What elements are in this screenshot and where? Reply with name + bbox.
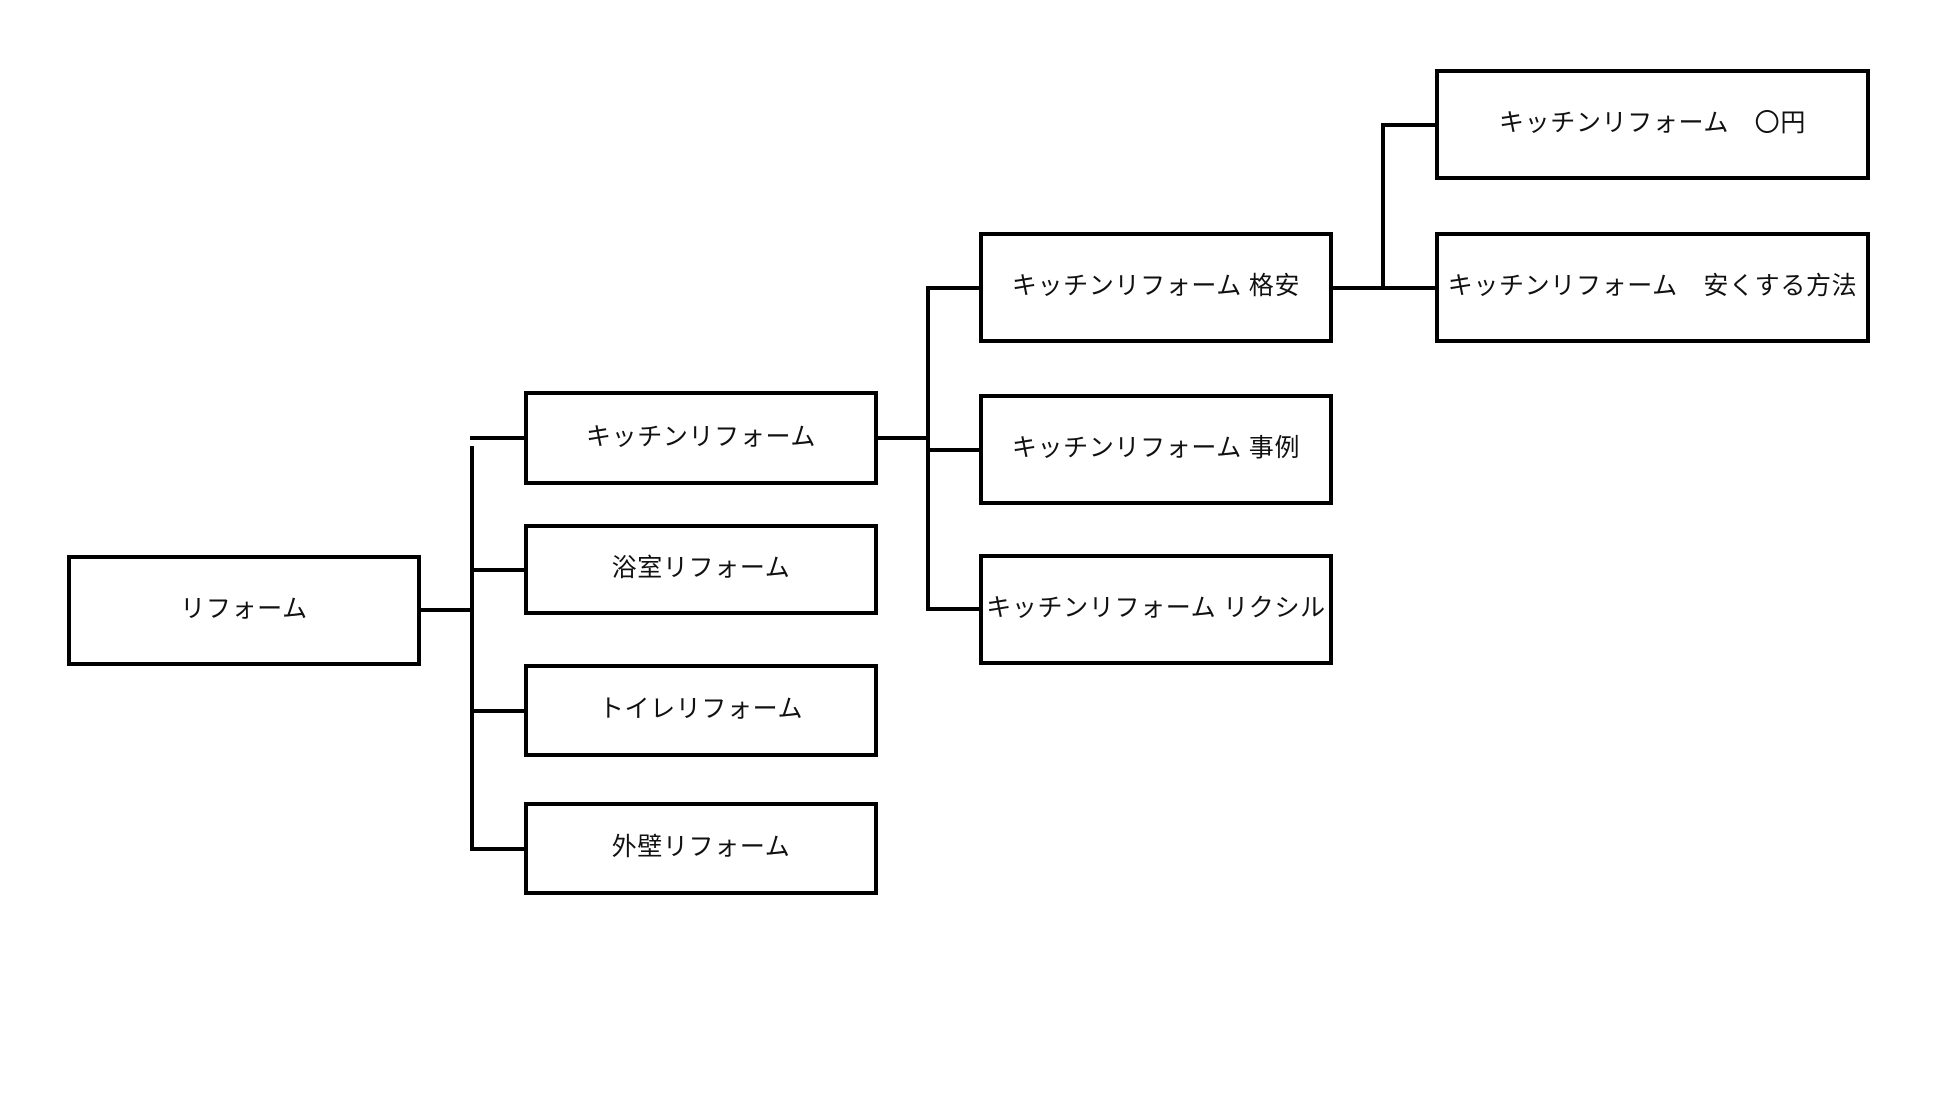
node-label: キッチンリフォーム 〇円 <box>1499 110 1806 138</box>
node-label: キッチンリフォーム <box>585 423 816 451</box>
connector-to-kitchen-cheaper-method <box>1381 286 1439 290</box>
connector-kitchen-stub <box>875 436 930 440</box>
connector-trunk-level4 <box>1381 123 1385 290</box>
node-label: キッチンリフォーム リクシル <box>986 595 1326 623</box>
connector-to-exterior-wall <box>470 847 526 851</box>
node-kitchen-reform-lixil[interactable]: キッチンリフォーム リクシル <box>979 554 1333 665</box>
node-label: 浴室リフォーム <box>611 555 791 583</box>
node-kitchen-reform-price[interactable]: キッチンリフォーム 〇円 <box>1435 69 1870 180</box>
node-root-reform[interactable]: リフォーム <box>67 555 421 666</box>
connector-to-kitchen-cheap <box>926 286 983 290</box>
connector-to-kitchen <box>470 436 526 440</box>
connector-kitchen-cheap-stub <box>1331 286 1385 290</box>
connector-to-kitchen-lixil <box>926 607 983 611</box>
connector-to-toilet <box>470 709 526 713</box>
node-label: トイレリフォーム <box>598 696 804 724</box>
node-label: キッチンリフォーム 安くする方法 <box>1447 273 1858 301</box>
node-toilet-reform[interactable]: トイレリフォーム <box>524 664 878 757</box>
connector-root-stub <box>420 608 474 612</box>
connector-to-kitchen-price <box>1381 123 1439 127</box>
node-label: 外壁リフォーム <box>611 834 791 862</box>
node-label: キッチンリフォーム 事例 <box>1011 435 1301 463</box>
node-kitchen-reform-examples[interactable]: キッチンリフォーム 事例 <box>979 394 1333 505</box>
connector-to-bathroom <box>470 568 526 572</box>
node-exterior-wall-reform[interactable]: 外壁リフォーム <box>524 802 878 895</box>
node-kitchen-reform-cheap[interactable]: キッチンリフォーム 格安 <box>979 232 1333 343</box>
node-kitchen-reform-cheaper-method[interactable]: キッチンリフォーム 安くする方法 <box>1435 232 1870 343</box>
connector-trunk-level2 <box>470 446 474 851</box>
node-label: リフォーム <box>180 596 308 624</box>
node-bathroom-reform[interactable]: 浴室リフォーム <box>524 524 878 615</box>
node-kitchen-reform[interactable]: キッチンリフォーム <box>524 391 878 485</box>
connector-to-kitchen-examples <box>926 448 983 452</box>
node-label: キッチンリフォーム 格安 <box>1011 273 1301 301</box>
